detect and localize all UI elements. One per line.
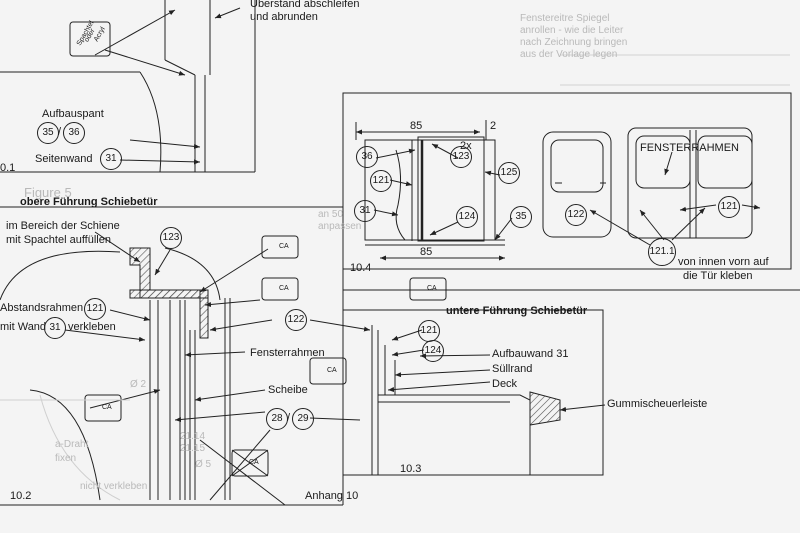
- faded-note-9: fixen: [55, 453, 77, 464]
- part-callout-36: 36: [356, 146, 378, 168]
- faded-note-11: 21.14: [180, 431, 206, 442]
- slash-separator: /: [287, 412, 291, 424]
- count-2x: 2x: [460, 140, 472, 152]
- figure-number-10-1: 0.1: [0, 162, 16, 174]
- part-callout-123: 123: [450, 146, 472, 168]
- part-callout-121: 121: [84, 298, 106, 320]
- glue-stamp-text: CA: [279, 285, 289, 292]
- faded-note-6: anpassen: [318, 221, 362, 232]
- part-callout-123: 123: [160, 227, 182, 249]
- label-fensterrahmen-caps: FENSTERRAHMEN: [640, 142, 740, 154]
- part-callout-121-door: 121: [718, 196, 740, 218]
- faded-figure-label: Figure 5: [24, 185, 72, 200]
- label-suellrand: Süllrand: [492, 363, 533, 375]
- part-callout-28: 28: [266, 408, 288, 430]
- dimension-85-bottom: 85: [420, 246, 433, 258]
- label-seitenwand: Seitenwand: [35, 153, 93, 165]
- dimension-gap-2: 2: [490, 120, 497, 132]
- faded-note-2: anrollen - wie die Leiter: [520, 25, 624, 36]
- faded-note-4: aus der Vorlage legen: [520, 49, 618, 60]
- part-callout-31: 31: [100, 148, 122, 170]
- part-callout-124: 124: [422, 340, 444, 362]
- faded-note-13: Ø 5: [195, 459, 212, 470]
- part-callout-125: 125: [498, 162, 520, 184]
- faded-note-3: nach Zeichnung bringen: [520, 37, 628, 48]
- glue-stamp-text: CA: [427, 285, 437, 292]
- part-callout-31: 31: [44, 317, 66, 339]
- part-callout-121: 121: [418, 320, 440, 342]
- glue-stamp-text: CA: [279, 243, 289, 250]
- part-callout-35: 35: [37, 122, 59, 144]
- faded-note-5: an 50: [318, 209, 344, 220]
- label-aufbauwand-31: Aufbauwand 31: [492, 348, 569, 360]
- label-gummischeuerleiste: Gummischeuerleiste: [607, 398, 708, 410]
- note-spachtel: mit Spachtel auffüllen: [6, 234, 111, 246]
- part-callout-31: 31: [354, 200, 376, 222]
- note-von-innen: von innen vorn auf: [678, 256, 769, 268]
- part-callout-121-1: 121.1: [648, 238, 676, 266]
- faded-note-12: 21.15: [180, 443, 206, 454]
- label-verkleben: verkleben: [68, 321, 116, 333]
- detail-10-3-frame: [342, 309, 606, 476]
- label-scheibe: Scheibe: [268, 384, 308, 396]
- part-callout-121: 121: [370, 170, 392, 192]
- part-callout-122: 122: [285, 309, 307, 331]
- detail-10-2-frame: [0, 206, 800, 506]
- faded-note-8: a-Draht: [55, 439, 89, 450]
- top-left-detail-frame: [0, 0, 256, 173]
- note-ueberstand: Überstand abschleifen und abrunden: [250, 0, 360, 23]
- glue-stamp-text: CA: [249, 459, 259, 466]
- slash-separator: /: [58, 126, 62, 138]
- glue-stamp-text: CA: [102, 404, 112, 411]
- heading-obere-fuehrung: obere Führung Schiebetür: [20, 196, 158, 208]
- glue-stamp-text: CA: [327, 367, 337, 374]
- note-bereich-schiene: im Bereich der Schiene: [6, 220, 120, 232]
- figure-number-10-4: 10.4: [350, 262, 372, 274]
- dimension-85-top: 85: [410, 120, 423, 132]
- label-mit-wand: mit Wand: [0, 321, 47, 333]
- part-callout-124: 124: [456, 206, 478, 228]
- label-aufbauspant: Aufbauspant: [42, 108, 104, 120]
- detail-10-4-frame: [342, 92, 792, 270]
- figure-number-10-2: 10.2: [10, 490, 32, 502]
- part-callout-36: 36: [63, 122, 85, 144]
- part-callout-35: 35: [510, 206, 532, 228]
- label-fensterrahmen: Fensterrahmen: [250, 347, 325, 359]
- label-abstandsrahmen: Abstandsrahmen: [0, 302, 84, 314]
- note-tuer-kleben: die Tür kleben: [683, 270, 753, 282]
- heading-untere-fuehrung: untere Führung Schiebetür: [446, 305, 588, 317]
- faded-note-1: Fenstereitre Spiegel: [520, 13, 610, 24]
- appendix-label: Anhang 10: [305, 490, 359, 502]
- faded-note-7: Ø 2: [130, 379, 147, 390]
- label-deck: Deck: [492, 378, 518, 390]
- figure-number-10-3: 10.3: [400, 463, 422, 475]
- part-callout-122: 122: [565, 204, 587, 226]
- faded-note-10: nicht verkleben: [80, 481, 148, 492]
- part-callout-29: 29: [292, 408, 314, 430]
